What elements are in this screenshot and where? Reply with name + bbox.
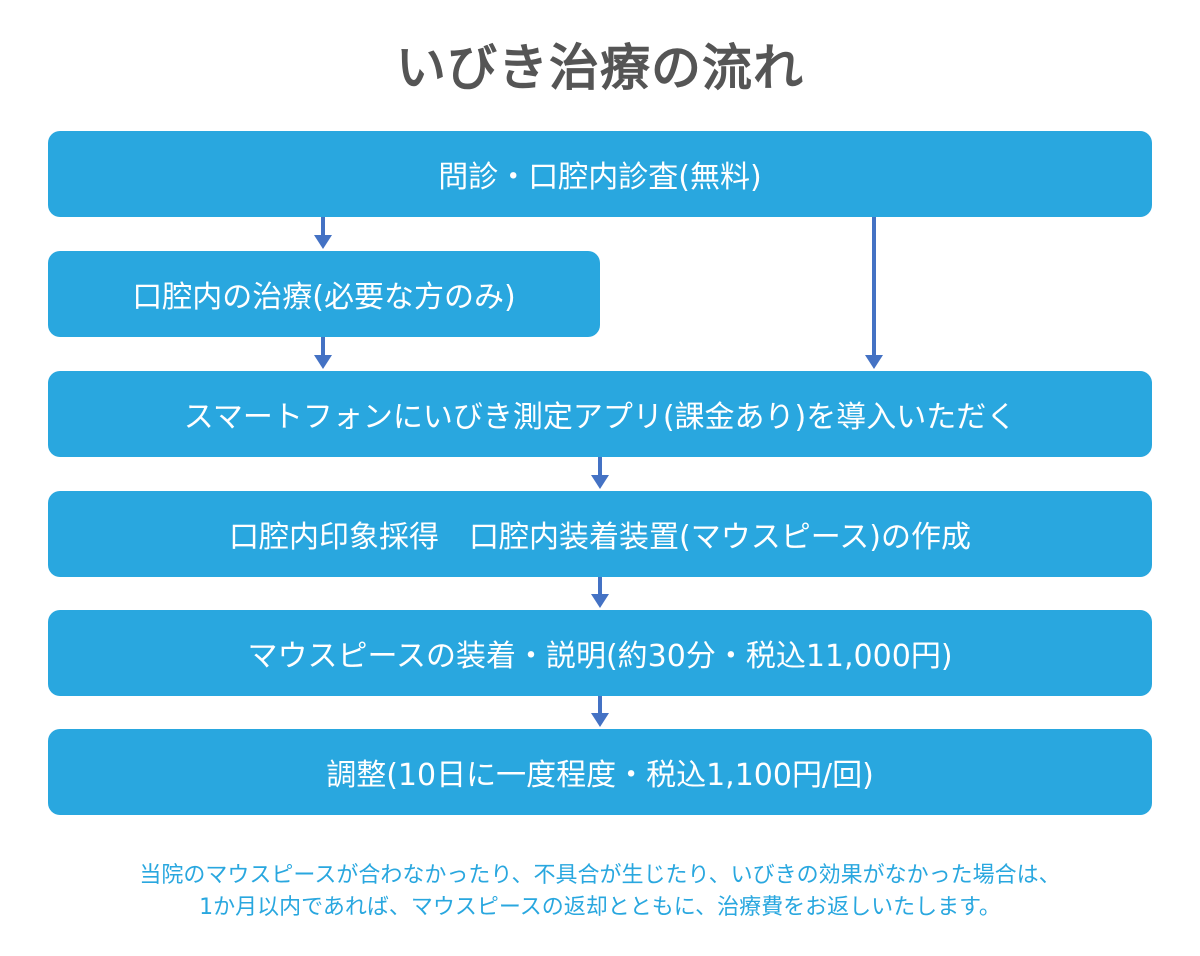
arrow-4-to-5 <box>591 577 609 608</box>
page-title: いびき治療の流れ <box>396 39 804 97</box>
step-adjustment: 調整(10日に一度程度・税込1,100円/回) <box>48 729 1152 815</box>
step-label: 調整(10日に一度程度・税込1,100円/回) <box>326 758 874 793</box>
step-label: 口腔内印象採得 口腔内装着装置(マウスピース)の作成 <box>229 520 971 555</box>
arrow-5-to-6 <box>591 696 609 727</box>
arrow-2-to-3 <box>314 337 332 369</box>
arrow-1-to-3-bypass <box>865 217 883 369</box>
step-label: 問診・口腔内診査(無料) <box>438 160 762 195</box>
refund-note-line-2: 1か月以内であれば、マウスピースの返却とともに、治療費をお返しいたします。 <box>199 895 1001 920</box>
step-label: マウスピースの装着・説明(約30分・税込11,000円) <box>247 639 953 674</box>
arrow-1-to-2 <box>314 217 332 249</box>
step-impression: 口腔内印象採得 口腔内装着装置(マウスピース)の作成 <box>48 491 1152 577</box>
refund-note-line-1: 当院のマウスピースが合わなかったり、不具合が生じたり、いびきの効果がなかった場合… <box>139 863 1061 888</box>
step-app-install: スマートフォンにいびき測定アプリ(課金あり)を導入いただく <box>48 371 1152 457</box>
step-label: スマートフォンにいびき測定アプリ(課金あり)を導入いただく <box>183 400 1017 435</box>
step-consultation: 問診・口腔内診査(無料) <box>48 131 1152 217</box>
arrow-3-to-4 <box>591 457 609 489</box>
step-label: 口腔内の治療(必要な方のみ) <box>132 280 516 315</box>
refund-note: 当院のマウスピースが合わなかったり、不具合が生じたり、いびきの効果がなかった場合… <box>0 860 1200 924</box>
step-oral-treatment: 口腔内の治療(必要な方のみ) <box>48 251 600 337</box>
step-fitting: マウスピースの装着・説明(約30分・税込11,000円) <box>48 610 1152 696</box>
